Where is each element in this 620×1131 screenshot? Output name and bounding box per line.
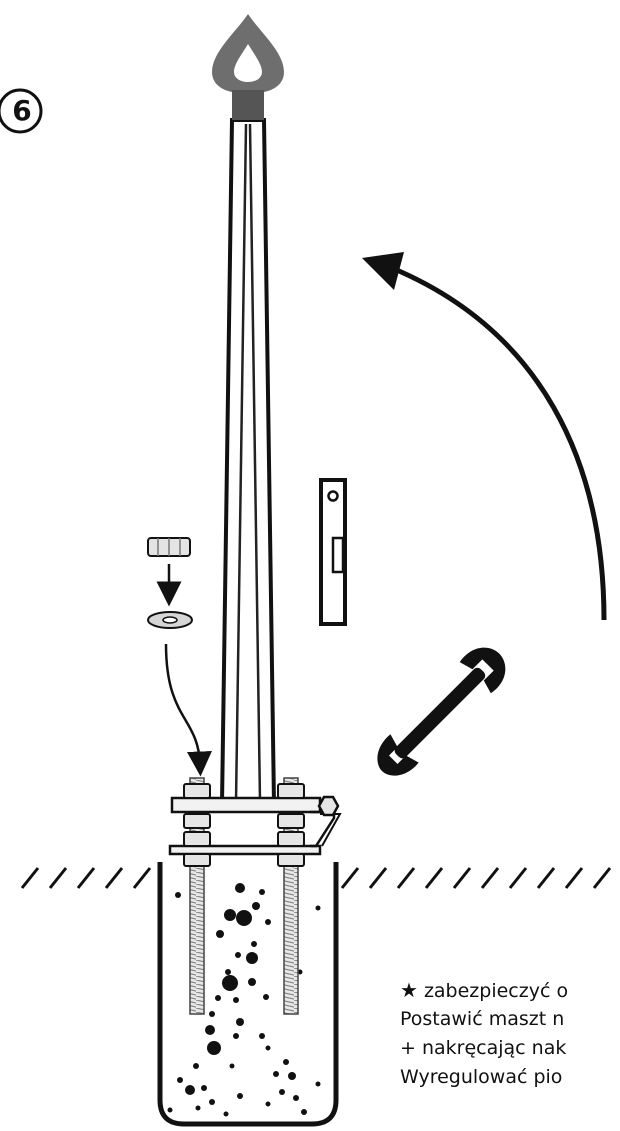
step-number: 6 [12,94,32,127]
flagpole-mast [219,118,277,806]
wrench-icon [377,647,506,776]
note-line-2: Postawić maszt n [400,1008,565,1030]
washer-icon [147,611,193,629]
step-badge-circle [0,88,43,134]
spirit-level-icon [319,478,347,626]
upper-base-plate [170,796,322,814]
note-line-4: Wyregulować pio [400,1066,563,1088]
star-marker: ★ [400,978,418,1002]
finial-icon [212,14,284,120]
note-line-1-text: zabezpieczyć o [423,980,569,1002]
washer-to-bolt-arrow [164,643,212,777]
curved-arrow-icon [362,252,607,621]
base-plate-assembly [168,783,342,867]
note-line-3: + nakręcając nak [400,1037,567,1059]
lower-base-plate [168,844,322,856]
hex-nut-icon [147,537,191,557]
note-line-1: ★zabezpieczyć o [400,976,620,1005]
instruction-notes: ★zabezpieczyć o Postawić maszt n + nakrę… [400,976,620,1092]
